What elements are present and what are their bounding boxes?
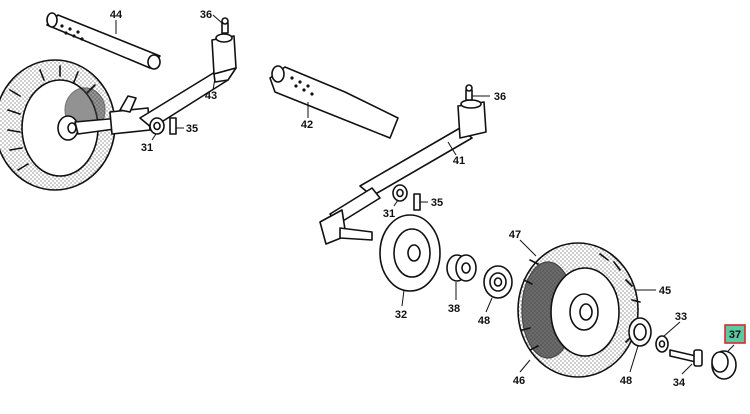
callout-34: 34 (673, 377, 686, 389)
part-36-fitting-right (465, 84, 473, 101)
callout-42: 42 (301, 119, 313, 131)
part-41-arm (319, 99, 487, 245)
left-axle-bracket (74, 95, 151, 135)
callout-48-upper: 48 (478, 315, 490, 327)
callout-31-right: 31 (383, 208, 395, 220)
callout-45: 45 (659, 285, 671, 297)
callout-41: 41 (453, 155, 465, 167)
callout-38: 38 (448, 303, 460, 315)
callout-44: 44 (110, 9, 123, 21)
part-34-bolt (669, 349, 703, 367)
callout-32: 32 (395, 309, 407, 321)
callout-36-right: 36 (494, 91, 506, 103)
callout-47: 47 (509, 229, 521, 241)
callout-37-highlight[interactable]: 37 (724, 324, 746, 344)
leader-lines (115, 14, 735, 375)
part-37-cap (711, 350, 737, 380)
part-43-arm (139, 33, 237, 129)
part-38-bushing (446, 254, 477, 282)
part-48-bearing-upper (483, 265, 513, 299)
callout-37: 37 (729, 329, 741, 341)
part-48-bearing-lower (628, 317, 652, 347)
callout-33: 33 (675, 311, 687, 323)
part-32-hub-cap (379, 214, 441, 292)
part-42-handle (269, 65, 399, 139)
callout-31-left: 31 (141, 142, 153, 154)
callout-46: 46 (513, 375, 525, 387)
callout-43: 43 (205, 90, 217, 102)
part-44-handle (46, 12, 161, 70)
part-35-pin-left (169, 117, 177, 135)
callout-48-lower: 48 (620, 375, 632, 387)
part-33-washer (655, 335, 669, 353)
part-31-washer-left (149, 117, 165, 135)
callout-36-left: 36 (200, 9, 212, 21)
part-31-washer-right (392, 184, 408, 202)
part-36-fitting-left (221, 17, 229, 34)
part-45-right-tire (517, 242, 641, 378)
callout-35-left: 35 (186, 123, 198, 135)
callout-35-right: 35 (431, 197, 443, 209)
part-35-pin-right (413, 193, 421, 211)
